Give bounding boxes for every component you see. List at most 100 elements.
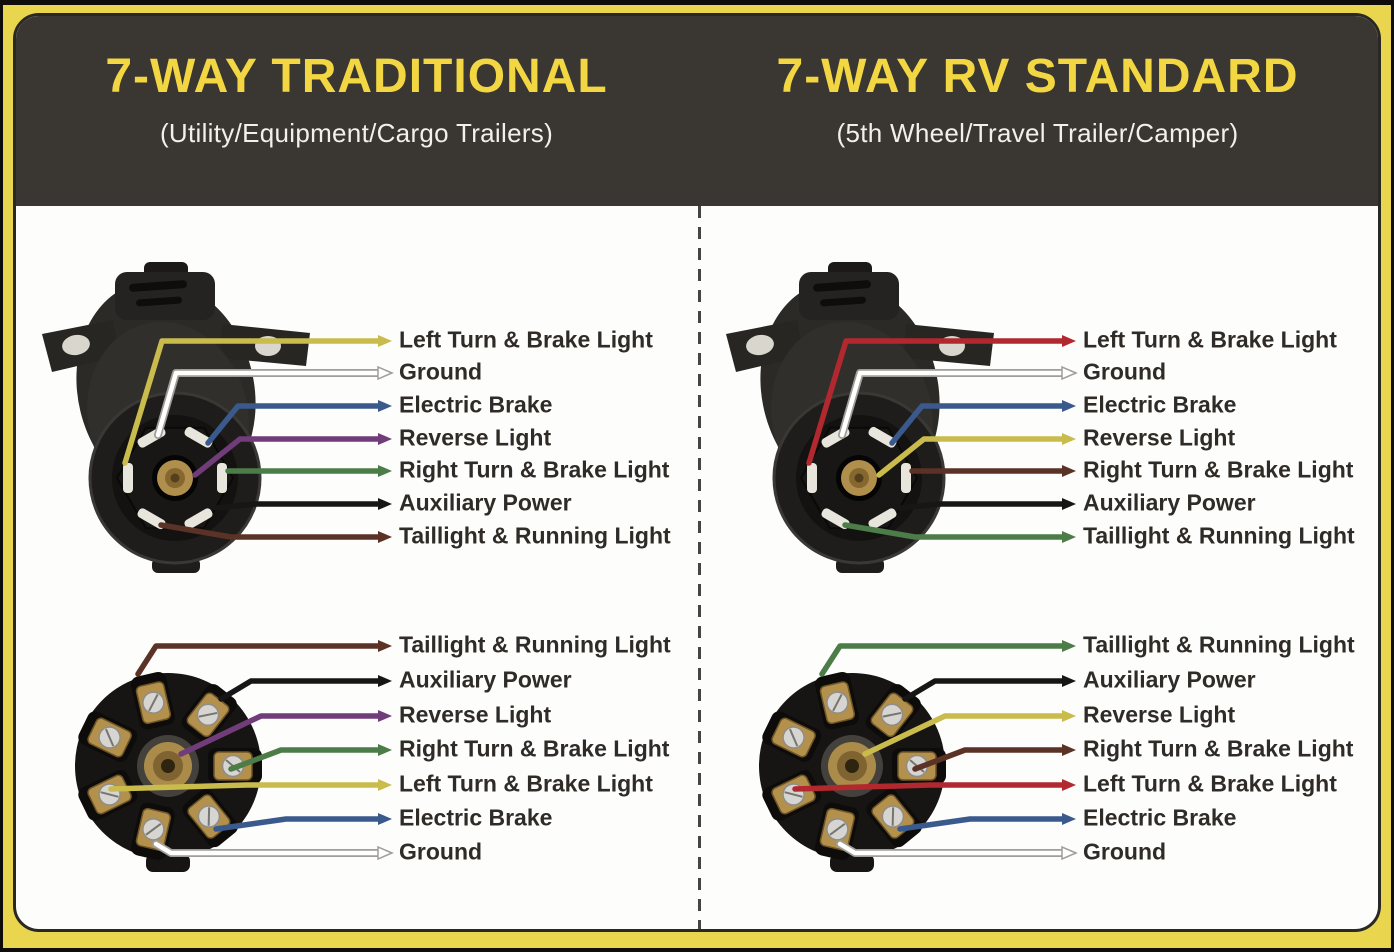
- wire-green: [228, 747, 383, 772]
- pin-label: Taillight & Running Light: [399, 522, 671, 549]
- wire-brown: [158, 522, 383, 540]
- wire-tip-arrow: [1062, 744, 1076, 756]
- wire-tip-arrow: [378, 465, 392, 477]
- pin-label: Right Turn & Brake Light: [1083, 456, 1354, 483]
- wire-blue: [897, 816, 1067, 832]
- wire-tip-arrow: [1062, 675, 1076, 687]
- section-header-traditional: 7-WAY TRADITIONAL (Utility/Equipment/Car…: [16, 16, 697, 206]
- wire-tip-arrow: [1062, 433, 1076, 445]
- wire-yellow: [862, 713, 1067, 757]
- pin-label: Right Turn & Brake Light: [1083, 735, 1354, 762]
- wire-green: [842, 522, 1067, 540]
- wire-tip-arrow: [377, 365, 394, 381]
- wire-blue: [889, 403, 1067, 446]
- wire-tip-arrow: [378, 433, 392, 445]
- 7-way-connector-photo: [759, 670, 946, 872]
- wire-tip-arrow: [1062, 710, 1076, 722]
- pin-label: Auxiliary Power: [399, 489, 572, 516]
- pin-label: Reverse Light: [399, 424, 552, 451]
- pin-label: Reverse Light: [1083, 424, 1236, 451]
- 7-way-connector-photo: [75, 670, 262, 872]
- pin-label: Auxiliary Power: [399, 666, 572, 693]
- connector-illustration: [724, 259, 1078, 575]
- wire-tip-arrow: [378, 531, 392, 543]
- pin-label: Right Turn & Brake Light: [399, 735, 670, 762]
- rv-standard-subtitle: (5th Wheel/Travel Trailer/Camper): [836, 118, 1239, 149]
- wire-tip-arrow: [1062, 531, 1076, 543]
- column-divider-dashed-line: [698, 206, 701, 929]
- wire-brown: [135, 643, 383, 677]
- pin-label: Auxiliary Power: [1083, 666, 1256, 693]
- traditional-title: 7-WAY TRADITIONAL: [105, 50, 608, 103]
- wire-tip-arrow: [1062, 779, 1076, 791]
- pin-label: Taillight & Running Light: [1083, 631, 1355, 658]
- wire-purple: [178, 713, 383, 757]
- wire-tip-arrow: [378, 813, 392, 825]
- wire-white: [839, 370, 1067, 438]
- wire-white: [837, 841, 1067, 856]
- wire-red: [806, 338, 1067, 466]
- connector-illustration: [700, 640, 1078, 932]
- pin-label: Taillight & Running Light: [399, 631, 671, 658]
- pin-label: Electric Brake: [1083, 391, 1237, 418]
- wire-white: [155, 370, 383, 438]
- connector-illustration: [16, 640, 394, 932]
- connector-illustration: [40, 259, 394, 575]
- wire-tip-arrow: [1062, 640, 1076, 652]
- section-header-rv-standard: 7-WAY RV STANDARD (5th Wheel/Travel Trai…: [697, 16, 1378, 206]
- wire-tip-arrow: [1062, 400, 1076, 412]
- wire-yellow: [108, 782, 383, 792]
- pin-label: Left Turn & Brake Light: [399, 326, 653, 353]
- wire-tip-arrow: [1061, 845, 1078, 861]
- wire-black: [897, 501, 1067, 511]
- pin-label: Auxiliary Power: [1083, 489, 1256, 516]
- wire-green: [819, 643, 1067, 677]
- wire-black: [902, 678, 1067, 702]
- wire-tip-arrow: [378, 335, 392, 347]
- wire-tip-arrow: [1062, 465, 1076, 477]
- wire-black: [213, 501, 383, 511]
- wire-tip-arrow: [378, 675, 392, 687]
- pin-label: Taillight & Running Light: [1083, 522, 1355, 549]
- pin-label: Electric Brake: [1083, 804, 1237, 831]
- pin-label: Reverse Light: [1083, 701, 1236, 728]
- wire-tip-arrow: [1062, 335, 1076, 347]
- pin-label: Electric Brake: [399, 391, 553, 418]
- wire-red: [792, 782, 1067, 792]
- wiring-diagram-panel: 7-WAY TRADITIONAL (Utility/Equipment/Car…: [13, 13, 1381, 932]
- traditional-subtitle: (Utility/Equipment/Cargo Trailers): [159, 118, 554, 149]
- wire-blue: [205, 403, 383, 446]
- wire-tip-arrow: [378, 779, 392, 791]
- wire-tip-arrow: [1061, 365, 1078, 381]
- pin-label: Left Turn & Brake Light: [399, 770, 653, 797]
- pin-label: Electric Brake: [399, 804, 553, 831]
- wire-tip-arrow: [1062, 498, 1076, 510]
- rv-standard-title: 7-WAY RV STANDARD: [776, 50, 1299, 103]
- wire-tip-arrow: [378, 400, 392, 412]
- pin-label: Ground: [399, 358, 483, 385]
- wire-brown: [912, 747, 1067, 772]
- wire-black: [218, 678, 383, 702]
- wire-white: [153, 841, 383, 856]
- wire-yellow: [122, 338, 383, 466]
- wire-yellow: [876, 436, 1067, 478]
- pin-label: Left Turn & Brake Light: [1083, 770, 1337, 797]
- wire-tip-arrow: [378, 498, 392, 510]
- pin-label: Left Turn & Brake Light: [1083, 326, 1337, 353]
- pin-label: Ground: [1083, 838, 1167, 865]
- pin-label: Ground: [1083, 358, 1167, 385]
- header: 7-WAY TRADITIONAL (Utility/Equipment/Car…: [16, 16, 1378, 206]
- wire-purple: [192, 436, 383, 478]
- wire-tip-arrow: [1062, 813, 1076, 825]
- pin-label: Right Turn & Brake Light: [399, 456, 670, 483]
- wire-tip-arrow: [378, 710, 392, 722]
- wire-tip-arrow: [378, 744, 392, 756]
- wire-blue: [213, 816, 383, 832]
- pin-label: Ground: [399, 838, 483, 865]
- pin-label: Reverse Light: [399, 701, 552, 728]
